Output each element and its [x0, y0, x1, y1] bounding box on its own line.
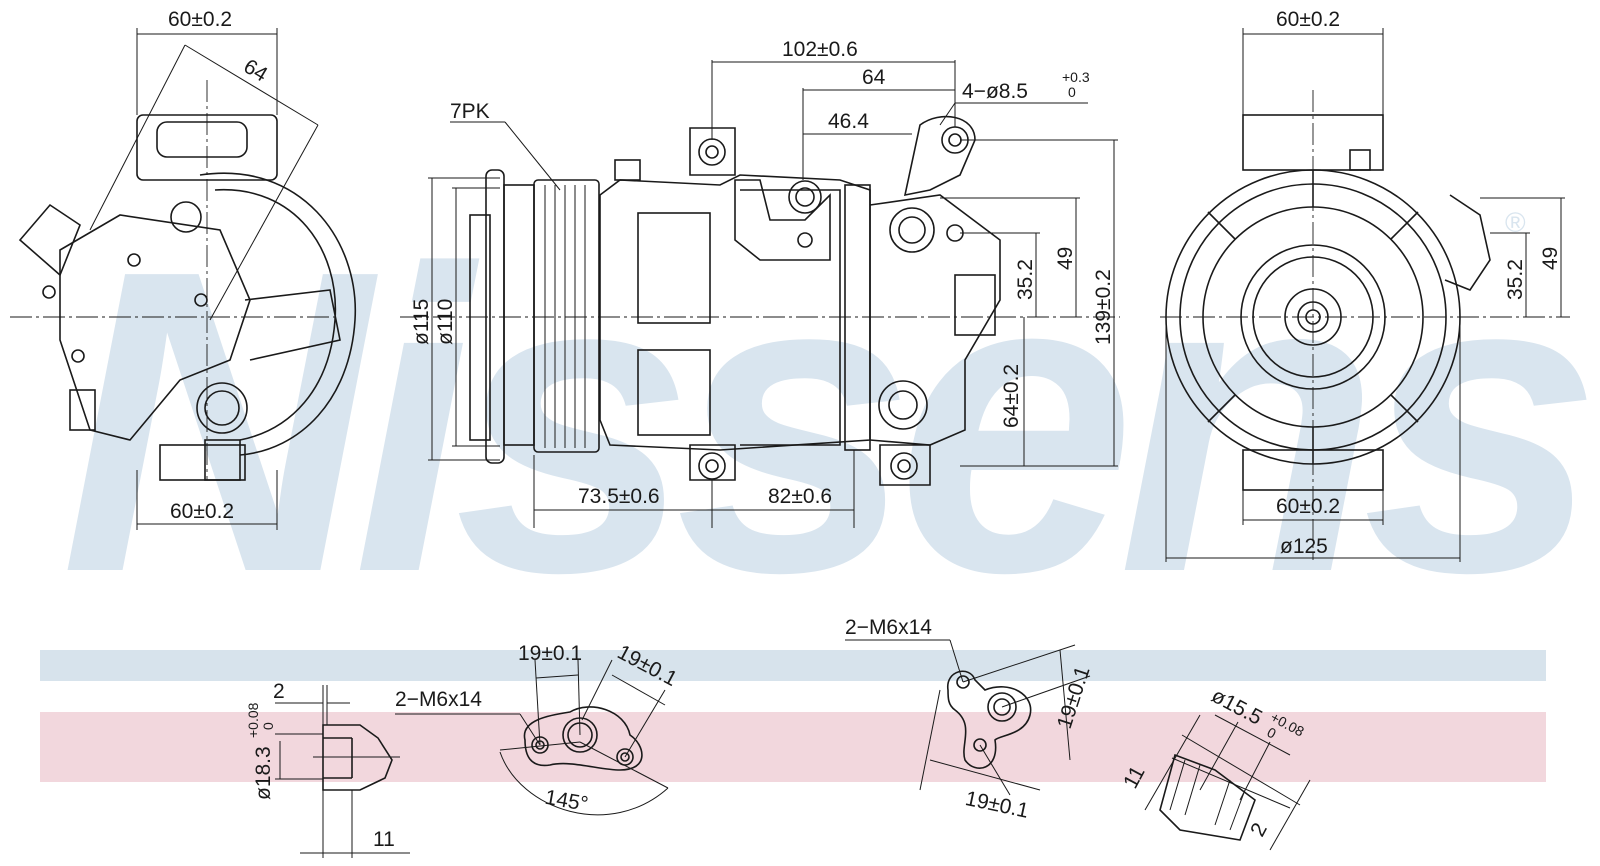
- dim-right-port-35: 35.2: [1504, 259, 1527, 300]
- registered-mark: ®: [1505, 207, 1526, 238]
- dim-seal-width: 2: [273, 680, 285, 703]
- pink-stripe: [40, 712, 1546, 782]
- dim-overall-length: 102±0.6: [782, 38, 858, 61]
- dim-holes-tol-upper: +0.3: [1062, 69, 1090, 85]
- dim-flange2-bolts: 2−M6x14: [845, 616, 932, 639]
- dim-flange1-spacing-a: 19±0.1: [518, 642, 582, 665]
- dim-pulley-inner: ø110: [434, 299, 457, 345]
- dim-seal-dia-value: ø18.3: [252, 746, 275, 800]
- dim-right-top-width: 60±0.2: [1276, 8, 1340, 31]
- dim-seal-depth: 11: [373, 828, 395, 851]
- dim-seal-dia-tol-lower: 0: [260, 722, 276, 730]
- label-belt-7pk: 7PK: [450, 100, 490, 123]
- dim-port-lip: 2: [1246, 819, 1272, 840]
- dim-holes-tol-lower: 0: [1068, 84, 1076, 100]
- dim-right-diameter: ø125: [1280, 535, 1328, 558]
- dim-left-bottom-width: 60±0.2: [170, 500, 234, 523]
- dim-left-top-width: 60±0.2: [168, 8, 232, 31]
- rear-view: 60±0.2 49 35.2 60±0.2 ø125: [1160, 8, 1570, 562]
- dim-flange1-angle: 145°: [543, 786, 590, 816]
- dim-height: 139±0.2: [1092, 269, 1115, 345]
- dim-flange2-spacing-b: 19±0.1: [963, 787, 1030, 823]
- dim-mount-64: 64: [862, 66, 886, 89]
- left-side-view: 60±0.2 64 60±0.2: [10, 8, 357, 530]
- dim-mount-46: 46.4: [828, 110, 869, 133]
- blue-stripe: [40, 650, 1546, 681]
- dim-right-port-49: 49: [1539, 247, 1562, 270]
- watermark-text: Nissens: [60, 182, 1591, 662]
- front-view: 102±0.6 64 46.4 4−ø8.5 +0.3 0 7PK ø115 ø…: [400, 38, 1120, 528]
- dim-body-length: 82±0.6: [768, 485, 832, 508]
- dim-flange1-bolts: 2−M6x14: [395, 688, 482, 711]
- dim-seal-dia-tol-upper: +0.08: [245, 702, 261, 738]
- dim-port-35: 35.2: [1014, 259, 1037, 300]
- dim-pulley-outer: ø115: [410, 299, 433, 345]
- dim-port-49: 49: [1054, 247, 1077, 270]
- dim-holes: 4−ø8.5: [962, 80, 1028, 103]
- dim-left-diagonal: 64: [240, 55, 272, 87]
- dim-clutch-length: 73.5±0.6: [578, 485, 660, 508]
- nissens-watermark-logo: Nissens ®: [60, 182, 1600, 662]
- dim-lower-64: 64±0.2: [1000, 364, 1023, 428]
- dim-seal-dia: ø18.3 +0.08 0: [245, 702, 276, 800]
- detail-seal-section: 2 ø18.3 +0.08 0 11: [245, 680, 410, 858]
- dim-right-bottom-width: 60±0.2: [1276, 495, 1340, 518]
